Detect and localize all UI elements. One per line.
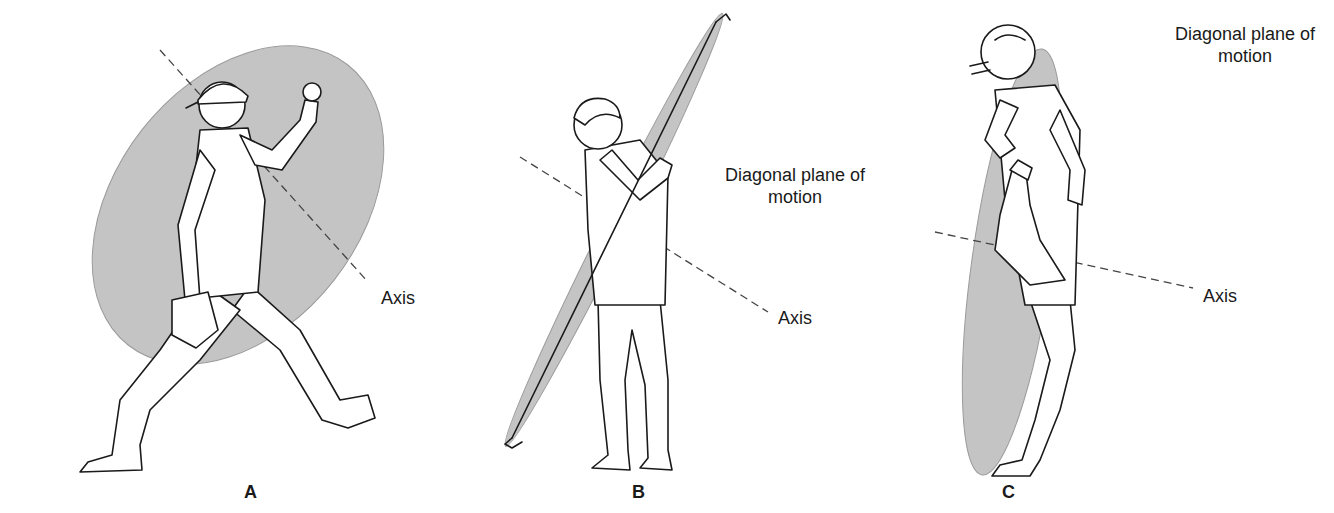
figure-letter: C — [1002, 482, 1015, 504]
pitcher-figure — [32, 0, 443, 472]
kicker-figure — [935, 25, 1193, 480]
plane-label: Diagonal plane of motion — [722, 165, 868, 208]
figure-letter: B — [632, 482, 645, 504]
diagonal-plane — [942, 44, 1081, 481]
diagonal-plane — [32, 0, 443, 420]
axis-label: Axis — [1203, 286, 1237, 308]
axis-label: Axis — [381, 288, 415, 310]
axis-label: Axis — [778, 308, 812, 330]
golfer-figure — [494, 8, 768, 470]
figure-letter: A — [244, 482, 257, 504]
plane-label: Diagonal plane of motion — [1172, 24, 1318, 67]
